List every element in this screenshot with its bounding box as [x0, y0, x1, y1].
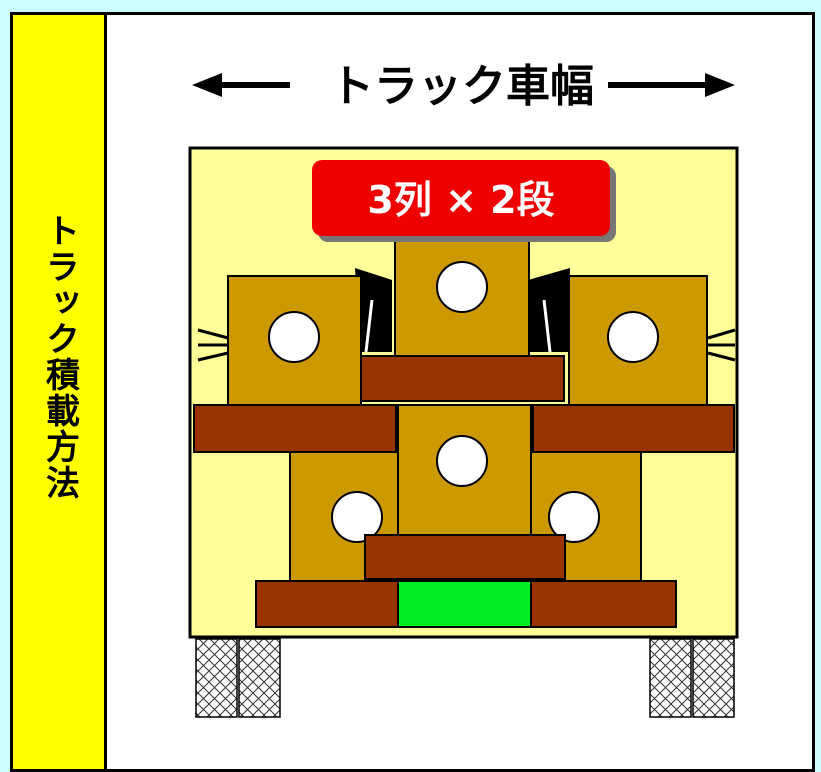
left-timber — [193, 404, 397, 453]
sidebar-label: トラック積載方法 — [39, 213, 80, 501]
box-top-left — [227, 275, 362, 406]
top-timber — [360, 355, 565, 402]
box-top-center — [394, 229, 530, 359]
truck-width-title: トラック車幅 — [330, 61, 594, 112]
layout-badge: 3列 × 2段 — [312, 160, 616, 242]
right-tires — [649, 638, 735, 718]
middle-timber — [364, 534, 566, 580]
lashing-straps — [197, 268, 736, 362]
left-arrow-icon — [192, 73, 290, 97]
layout-badge-text: 3列 × 2段 — [367, 178, 554, 222]
right-timber — [532, 404, 735, 453]
left-tires — [195, 638, 281, 718]
box-top-right — [568, 275, 708, 406]
center-spacer — [397, 580, 532, 628]
box-bottom-center — [397, 404, 532, 536]
sidebar: トラック積載方法 — [13, 15, 107, 769]
right-arrow-icon — [608, 73, 735, 97]
